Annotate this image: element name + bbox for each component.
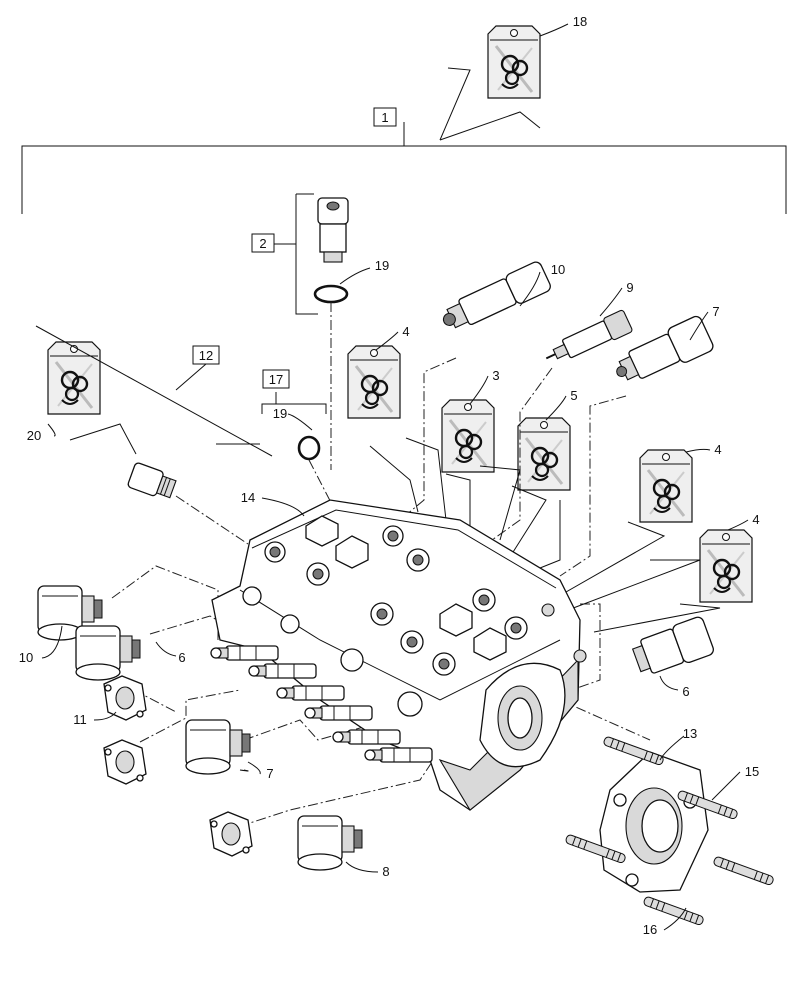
seal-kit-bag-icon — [440, 398, 496, 474]
callout-leaders — [41, 23, 749, 931]
seal-kit-bag-icon — [698, 528, 754, 604]
seal-kit-bag-icon — [486, 24, 542, 100]
spool — [210, 645, 279, 661]
callout-14: 14 — [241, 490, 255, 505]
relief-valve-20 — [127, 462, 177, 499]
seal-kit-bag-icon — [46, 340, 102, 416]
seal-kit-bag-icon — [516, 416, 572, 492]
leader-lines — [69, 423, 721, 633]
callout-box-17 — [262, 369, 290, 389]
callout-19b: 19 — [273, 406, 287, 421]
end-cover-13 — [599, 751, 709, 893]
callout-box-1 — [373, 107, 397, 127]
callout-2: 2 — [259, 236, 266, 251]
callout-1: 1 — [381, 110, 388, 125]
callout-6a: 6 — [178, 650, 185, 665]
callout-3: 3 — [492, 368, 499, 383]
callout-10a: 10 — [551, 262, 565, 277]
callout-8: 8 — [382, 864, 389, 879]
seal-kit-bag-icon — [638, 448, 694, 524]
spool — [248, 663, 317, 679]
stud-15 — [602, 735, 665, 767]
relief-valve-10 — [442, 261, 551, 329]
plate-11 — [103, 675, 147, 721]
spool — [276, 685, 345, 701]
callout-15: 15 — [745, 764, 759, 779]
spool — [364, 747, 433, 763]
callout-18: 18 — [573, 14, 587, 29]
o-ring-icon — [297, 435, 321, 461]
callout-9: 9 — [626, 280, 633, 295]
callout-13: 13 — [683, 726, 697, 741]
seal-kit-bag-icon — [346, 344, 402, 420]
callout-5: 5 — [570, 388, 577, 403]
callout-4c: 4 — [752, 512, 759, 527]
callout-7b: 7 — [266, 766, 273, 781]
stud — [712, 855, 775, 887]
callout-4a: 4 — [402, 324, 409, 339]
spool — [332, 729, 401, 745]
cap-8 — [297, 815, 363, 871]
cap-6-right — [631, 616, 714, 674]
plug-9 — [545, 309, 633, 360]
callout-19a: 19 — [375, 258, 389, 273]
plate — [103, 739, 147, 785]
control-valve-body — [211, 499, 587, 811]
callout-12: 12 — [199, 348, 213, 363]
callout-16: 16 — [643, 922, 657, 937]
callout-7a: 7 — [712, 304, 719, 319]
assembly-bracket — [21, 67, 787, 214]
callout-10b: 10 — [19, 650, 33, 665]
callout-box-12 — [192, 345, 220, 365]
callout-4b: 4 — [714, 442, 721, 457]
callout-17: 17 — [269, 372, 283, 387]
callout-box-2 — [251, 233, 275, 253]
callout-6b: 6 — [682, 684, 689, 699]
spool — [304, 705, 373, 721]
relief-cartridge — [317, 197, 349, 263]
callout-11: 11 — [73, 712, 87, 727]
cap-7 — [185, 719, 251, 775]
callout-20: 20 — [27, 428, 41, 443]
cap-6 — [75, 625, 141, 681]
o-ring-icon — [313, 284, 349, 304]
plate — [209, 811, 253, 857]
